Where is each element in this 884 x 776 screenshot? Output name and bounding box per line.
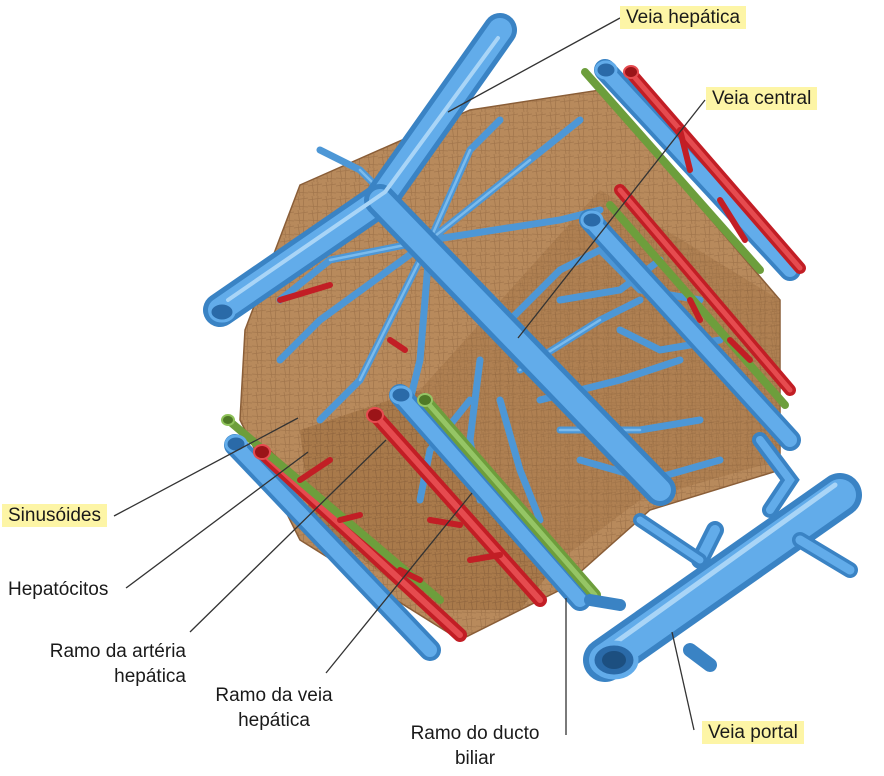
- label-veia-central: Veia central: [706, 86, 818, 111]
- label-hepatocitos: Hepatócitos: [8, 577, 108, 602]
- label-ramo-arteria-line2: hepática: [114, 666, 186, 687]
- leader-hepatocitos: [125, 451, 309, 589]
- leader-veia-hepatica: [447, 17, 621, 113]
- label-hepatocitos-text: Hepatócitos: [8, 579, 109, 600]
- label-ramo-arteria-hepatica: Ramo da artéria hepática: [30, 639, 186, 689]
- label-sinusoides: Sinusóides: [2, 503, 107, 528]
- label-ramo-veia-hepatica: Ramo da veia hepática: [208, 683, 340, 733]
- label-ramo-ducto-line1: Ramo do ducto: [410, 723, 540, 744]
- label-ramo-veia-line2: hepática: [238, 710, 310, 731]
- portal-triad-center: [366, 384, 601, 611]
- label-ramo-ducto-biliar: Ramo do ducto biliar: [400, 721, 550, 771]
- label-ramo-arteria-line1: Ramo da artéria: [49, 641, 186, 662]
- portal-vein: [583, 432, 862, 682]
- portal-triad-mid-right: [579, 184, 801, 451]
- label-veia-portal: Veia portal: [702, 720, 804, 745]
- leader-lines: [113, 17, 706, 735]
- leader-ramo-veia: [325, 492, 473, 674]
- label-sinusoides-text: Sinusóides: [2, 504, 107, 527]
- label-ramo-veia-line1: Ramo da veia: [215, 685, 333, 706]
- label-veia-hepatica-text: Veia hepática: [620, 6, 747, 29]
- label-ramo-ducto-line2: biliar: [454, 748, 496, 769]
- label-veia-portal-text: Veia portal: [702, 721, 804, 744]
- hepatic-vein: [203, 13, 676, 506]
- portal-triad-top-right: [581, 59, 806, 281]
- label-veia-hepatica: Veia hepática: [620, 5, 747, 30]
- leader-ramo-arteria: [189, 439, 387, 633]
- leader-veia-portal: [671, 631, 695, 731]
- leader-veia-central: [517, 99, 706, 339]
- leader-sinusoides: [113, 417, 299, 517]
- label-veia-central-text: Veia central: [706, 87, 818, 110]
